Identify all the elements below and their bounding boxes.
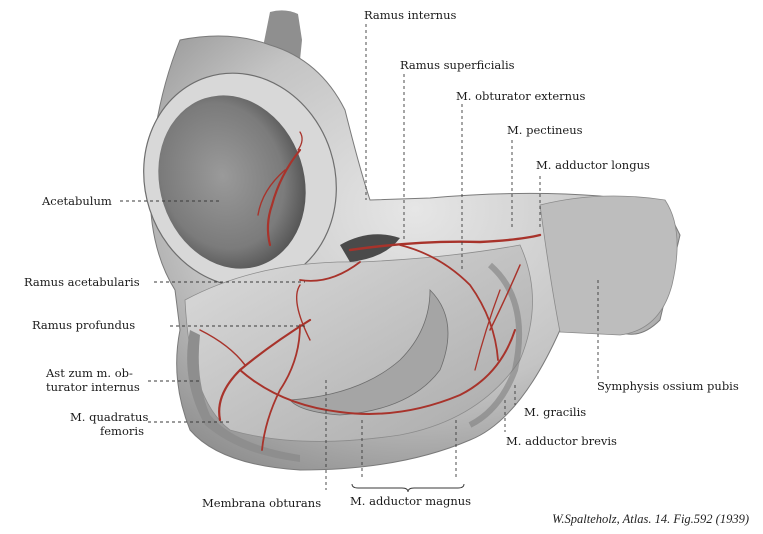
label-obturator-externus: M. obturator externus	[456, 89, 586, 103]
ischial-lip	[187, 330, 300, 462]
adductor-magnus-brace	[351, 483, 465, 493]
label-ramus-superficialis: Ramus superficialis	[400, 58, 515, 72]
label-pectineus: M. pectineus	[507, 123, 583, 137]
label-membrana-obturans: Membrana obturans	[202, 496, 322, 510]
label-adductor-magnus: M. adductor magnus	[350, 494, 472, 508]
label-adductor-brevis: M. adductor brevis	[506, 434, 617, 448]
label-ramus-acetabularis: Ramus acetabularis	[24, 275, 140, 289]
label-ast-obturator-internus-2: turator internus	[46, 380, 140, 394]
label-ast-obturator-internus-1: Ast zum m. ob-	[46, 366, 133, 380]
label-adductor-longus: M. adductor longus	[536, 158, 650, 172]
arteries	[199, 131, 542, 451]
label-symphysis-ossium-pubis: Symphysis ossium pubis	[597, 379, 739, 393]
adductor-fold	[289, 289, 449, 416]
label-ramus-internus: Ramus internus	[364, 8, 457, 22]
label-quadratus-femoris-2: femoris	[100, 424, 144, 438]
label-quadratus-femoris-1: M. quadratus	[70, 410, 149, 424]
label-acetabulum: Acetabulum	[42, 194, 112, 208]
symphysis-region	[539, 195, 678, 336]
figure-caption: W.Spalteholz, Atlas. 14. Fig.592 (1939)	[552, 512, 749, 526]
gracilis-band	[468, 262, 523, 428]
label-gracilis: M. gracilis	[524, 405, 587, 419]
leader-lines	[120, 24, 599, 490]
label-ramus-profundus: Ramus profundus	[32, 318, 136, 332]
